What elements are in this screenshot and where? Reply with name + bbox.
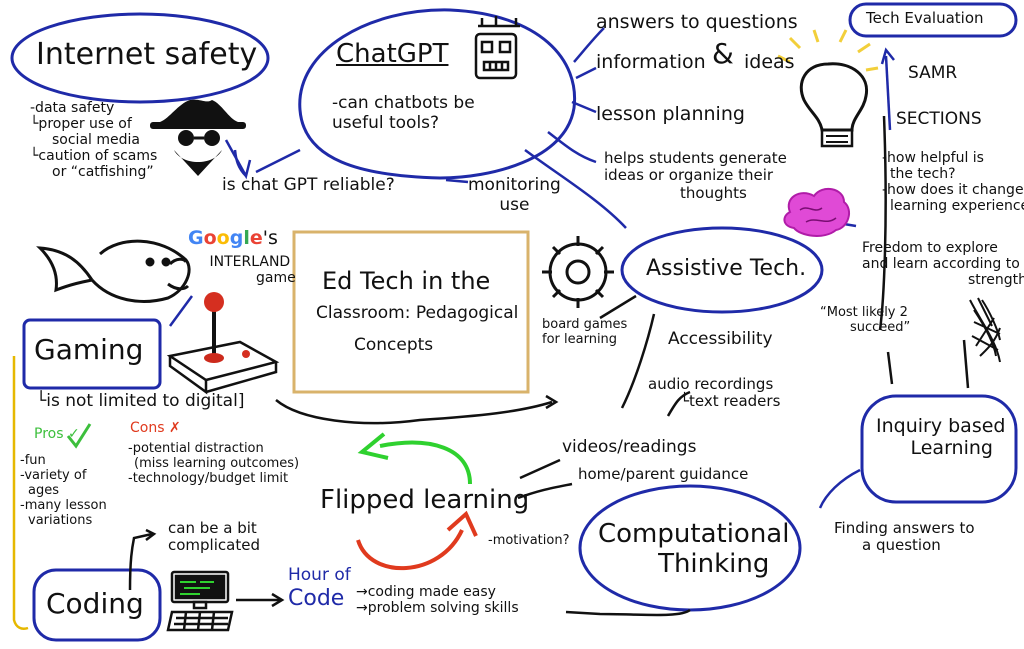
google-letter: o bbox=[216, 227, 230, 249]
tech-evaluation-title: Tech Evaluation bbox=[866, 9, 984, 27]
samr-label: SAMR bbox=[908, 63, 958, 83]
complicated-label: can be a bit complicated bbox=[168, 519, 260, 555]
pros-label: Pros ✓ bbox=[34, 426, 80, 442]
coding-title: Coding bbox=[46, 587, 144, 620]
chatgpt-reliable: is chat GPT reliable? bbox=[222, 175, 395, 195]
board-games-label: board games for learning bbox=[542, 317, 628, 347]
robot-icon bbox=[474, 16, 520, 80]
internet-safety-bubble bbox=[10, 12, 270, 104]
lightbulb-icon bbox=[777, 29, 879, 148]
home-guidance-label: home/parent guidance bbox=[578, 465, 749, 483]
google-letter: G bbox=[188, 227, 204, 249]
pros-check-icon bbox=[66, 423, 92, 449]
sections-label: SECTIONS bbox=[896, 109, 982, 129]
interland-label: INTERLAND game bbox=[209, 254, 296, 287]
flipped-cycle-arrows bbox=[356, 432, 478, 571]
computer-icon bbox=[166, 570, 234, 632]
motivation-label: -motivation? bbox=[488, 533, 570, 548]
chatgpt-helps: helps students generate ideas or organiz… bbox=[604, 149, 787, 202]
inquiry-title: Inquiry based Learning bbox=[876, 415, 1006, 459]
internet-safety-title: Internet safety bbox=[36, 37, 258, 72]
chatgpt-branch-ideas: ideas bbox=[744, 51, 795, 73]
center-title-line-2: Classroom: Pedagogical bbox=[316, 303, 519, 323]
spy-icon bbox=[150, 99, 246, 176]
joystick-icon bbox=[166, 292, 280, 395]
center-title-box bbox=[292, 230, 530, 394]
assistive-tech-bubble bbox=[620, 226, 824, 314]
gear-icon bbox=[542, 236, 614, 308]
chatgpt-branch-ampersand: & bbox=[712, 37, 734, 70]
chatgpt-monitoring: monitoring use bbox=[468, 175, 561, 215]
assistive-tech-title: Assistive Tech. bbox=[646, 256, 807, 281]
accessibility-label: Accessibility bbox=[668, 329, 773, 349]
inquiry-bubble bbox=[860, 394, 1018, 504]
center-title: Ed Tech in the bbox=[322, 267, 491, 295]
not-limited-label: └is not limited to digital] bbox=[36, 391, 245, 411]
google-wordmark: Google's bbox=[188, 227, 278, 250]
gaming-title: Gaming bbox=[34, 333, 144, 366]
cons-list: -potential distraction (miss learning ou… bbox=[128, 441, 300, 486]
computational-title: Computational Thinking bbox=[598, 519, 790, 579]
tech-evaluation-bubble bbox=[848, 2, 1018, 38]
finding-answers-label: Finding answers to a question bbox=[834, 519, 975, 555]
coding-bubble bbox=[32, 568, 162, 642]
flipped-learning-title: Flipped learning bbox=[320, 485, 530, 515]
gaming-bubble bbox=[22, 318, 162, 390]
coding-results: →coding made easy →problem solving skill… bbox=[356, 584, 519, 617]
tech-evaluation-list: -how helpful is the tech? -how does it c… bbox=[882, 150, 1024, 215]
chatgpt-question: -can chatbots be useful tools? bbox=[332, 93, 475, 133]
brain-icon bbox=[783, 187, 851, 237]
google-letter: o bbox=[203, 227, 217, 249]
chatgpt-title: ChatGPT bbox=[336, 39, 449, 69]
google-letter: e bbox=[249, 227, 263, 249]
center-title-line-3: Concepts bbox=[354, 335, 434, 355]
chatgpt-branch-information: information bbox=[596, 51, 706, 73]
chatgpt-branch-answers: answers to questions bbox=[596, 11, 798, 33]
yellow-divider bbox=[12, 356, 29, 630]
pros-list: -fun -variety of ages -many lesson varia… bbox=[20, 453, 107, 528]
internet-safety-list: -data safety └proper use of social media… bbox=[30, 100, 158, 181]
google-suffix: 's bbox=[262, 227, 278, 249]
google-letter: g bbox=[229, 227, 244, 249]
most-likely-label: “Most likely 2 succeed” bbox=[820, 305, 911, 335]
hour-of-code-label: Hour of Code bbox=[288, 565, 351, 611]
chatgpt-branch-lesson: lesson planning bbox=[596, 103, 745, 125]
fish-icon bbox=[36, 239, 191, 303]
google-letter: l bbox=[243, 227, 250, 249]
tree-sketch-icon bbox=[969, 297, 1001, 363]
videos-readings-label: videos/readings bbox=[562, 437, 697, 457]
ink-lines bbox=[128, 115, 970, 617]
audio-recordings-label: audio recordings └text readers bbox=[648, 375, 781, 411]
freedom-label: Freedom to explore and learn according t… bbox=[862, 240, 1024, 289]
cons-label: Cons ✗ bbox=[130, 420, 181, 436]
